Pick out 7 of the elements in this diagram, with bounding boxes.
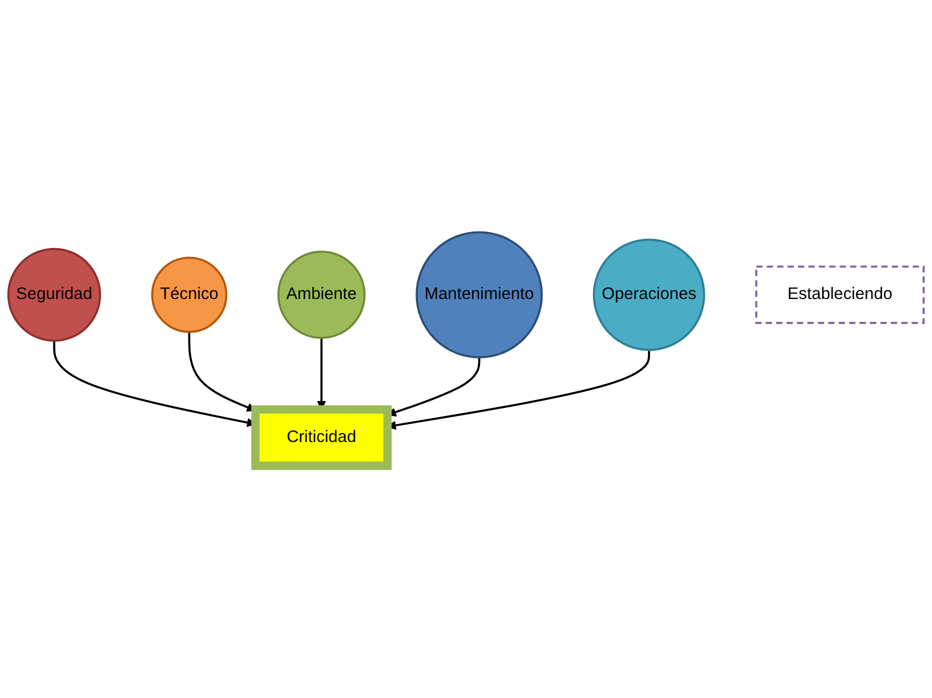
node-box: Estableciendo (755, 266, 925, 324)
node-circle: Ambiente (277, 250, 366, 339)
node-box: Criticidad (251, 405, 392, 470)
node-circle: Técnico (151, 256, 228, 333)
node-circle: Mantenimiento (416, 231, 543, 358)
node-circle: Seguridad (7, 248, 102, 342)
node-circle: Operaciones (592, 238, 706, 351)
